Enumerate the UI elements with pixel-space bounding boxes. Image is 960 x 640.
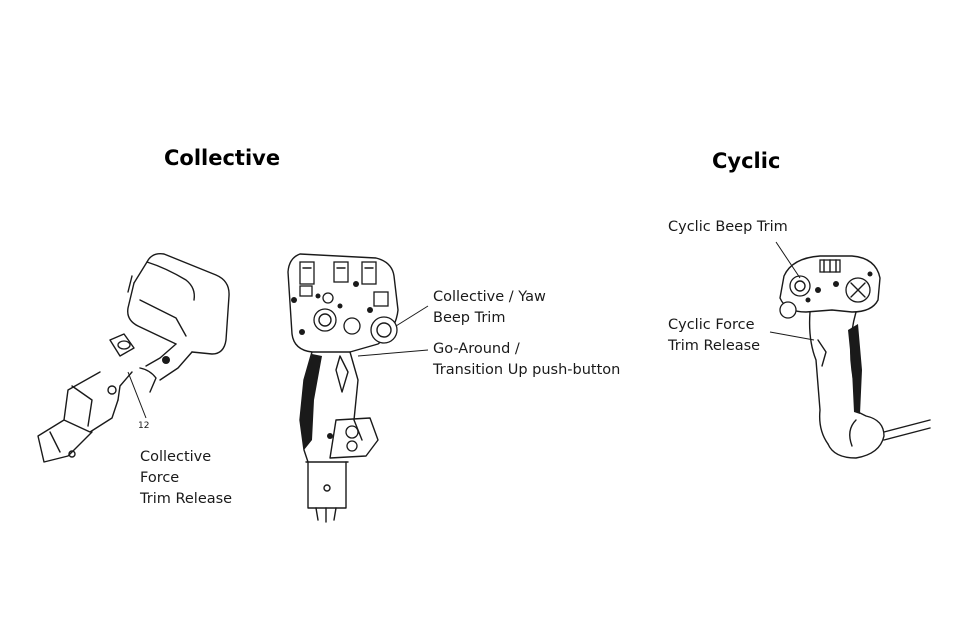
cyclic-force-trim-release-line-1: Cyclic Force <box>668 317 755 333</box>
collective-yaw-beep-trim-line-2: Beep Trim <box>433 310 506 326</box>
collective-force-trim-release-label: Collective Force Trim Release <box>140 447 232 510</box>
collective-grip-front-view <box>287 253 429 523</box>
cyclic-heading: Cyclic <box>712 149 781 173</box>
go-around-line-2: Transition Up push-button <box>433 362 621 378</box>
part-number-label: 12 <box>138 421 150 431</box>
collective-yaw-beep-trim-line-1: Collective / Yaw <box>433 289 546 305</box>
collective-force-trim-release-line-2: Force <box>140 470 180 486</box>
cyclic-force-trim-release-line-2: Trim Release <box>668 338 761 354</box>
cyclic-force-trim-release-label: Cyclic Force Trim Release <box>668 315 760 357</box>
cyclic-beep-trim-label: Cyclic Beep Trim <box>668 219 788 235</box>
collective-force-trim-release-line-1: Collective <box>140 449 212 465</box>
go-around-line-1: Go-Around / <box>433 341 520 357</box>
cyclic-grip <box>769 241 931 459</box>
go-around-label: Go-Around / Transition Up push-button <box>433 339 620 381</box>
collective-force-trim-release-line-3: Trim Release <box>140 491 233 507</box>
collective-yaw-beep-trim-label: Collective / Yaw Beep Trim <box>433 287 546 329</box>
collective-heading: Collective <box>164 146 281 170</box>
collective-grip-side-view <box>37 252 230 463</box>
